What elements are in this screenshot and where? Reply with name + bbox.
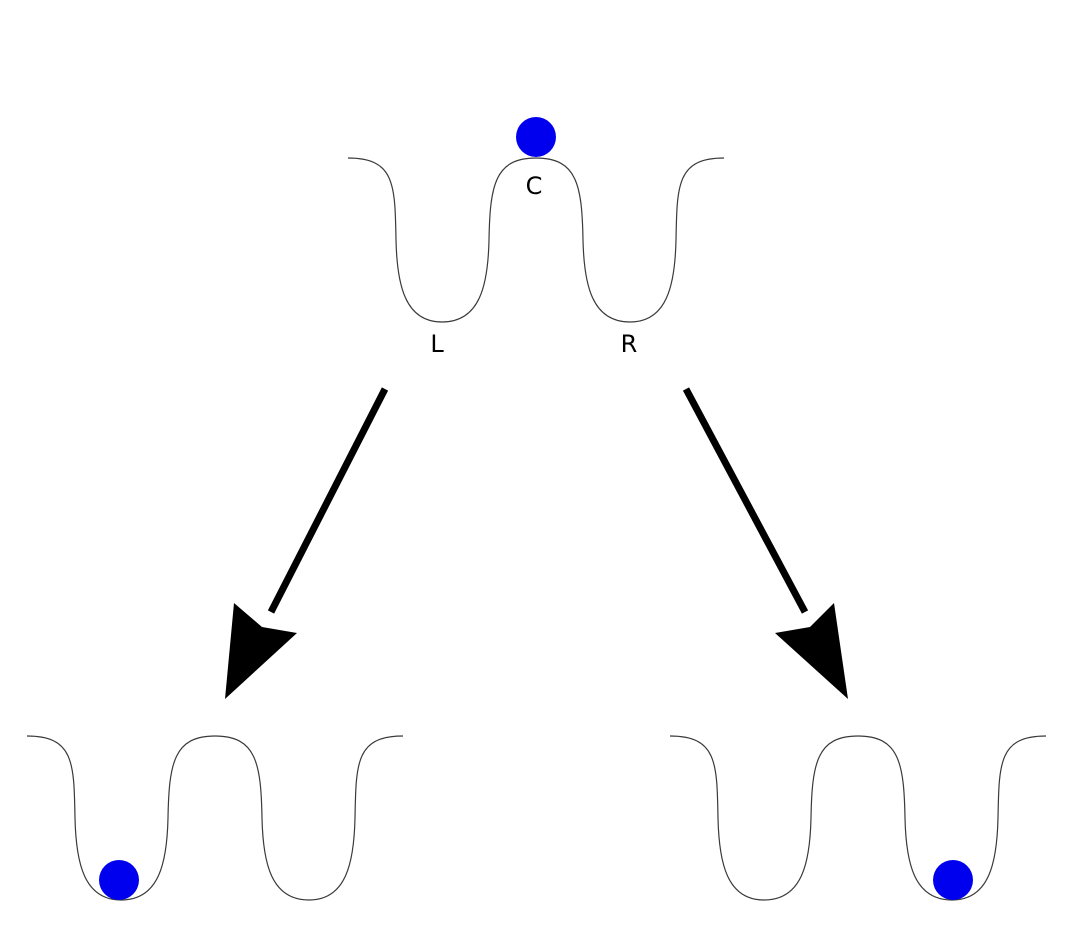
label-center: C — [526, 172, 543, 200]
bottom-right-potential-curve — [669, 735, 1047, 901]
arrow-left-shaft — [267, 387, 389, 614]
arrow-right-shaft — [682, 387, 809, 614]
bottom-right-potential — [669, 735, 1047, 901]
ball-bottom-right — [933, 860, 973, 900]
bottom-left-potential-curve — [26, 735, 404, 901]
top-potential-curve — [347, 157, 725, 323]
bottom-left-potential — [26, 735, 404, 901]
ball-bottom-left — [99, 860, 139, 900]
arrow-right-head — [775, 603, 848, 699]
top-potential: C L R — [347, 117, 725, 358]
ball-top-center — [516, 117, 556, 157]
arrow-to-right-outcome — [682, 387, 848, 699]
label-left: L — [430, 330, 444, 358]
arrow-left-head — [225, 603, 297, 699]
label-right: R — [621, 330, 638, 358]
arrow-to-left-outcome — [225, 387, 389, 699]
